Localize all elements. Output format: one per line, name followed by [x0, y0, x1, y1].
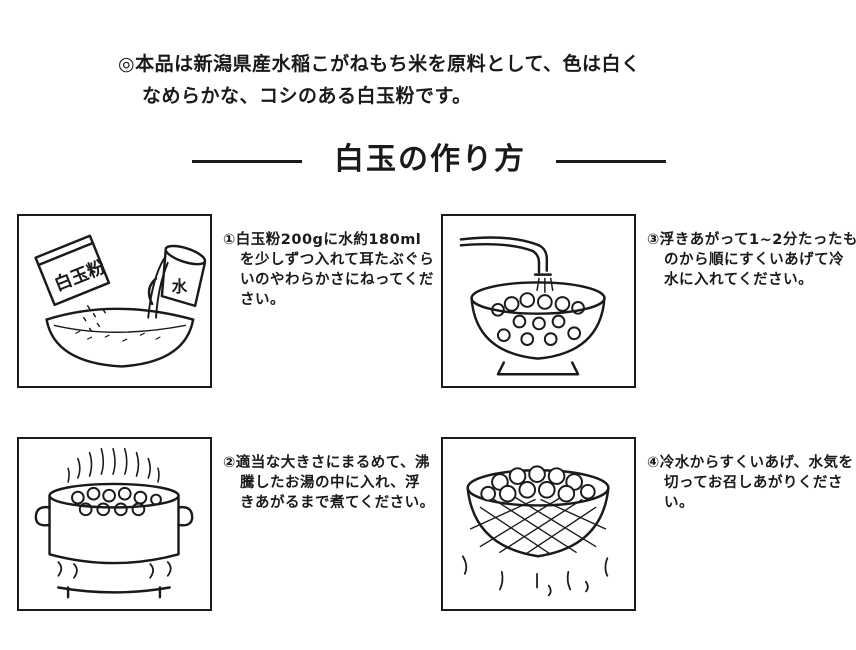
step-3-marker: ③: [647, 232, 660, 248]
section-heading: 白玉の作り方: [0, 140, 856, 180]
intro-line-1: ◎本品は新潟県産水稲こがねもち米を原料として、色は白く: [118, 53, 641, 75]
step-4-marker: ④: [647, 455, 660, 471]
intro-line-2: なめらかな、コシのある白玉粉です。: [142, 85, 472, 107]
step-1-marker: ①: [223, 232, 236, 248]
step-1: 白玉粉 水 ①白: [17, 214, 437, 394]
heading-title: 白玉の作り方: [334, 142, 526, 177]
step-2: ②適当な大きさにまるめて、沸騰したお湯の中に入れ、浮きあがるまで煮てください。: [17, 437, 437, 617]
product-description: ◎本品は新潟県産水稲こがねもち米を原料として、色は白く なめらかな、コシのある白…: [118, 48, 798, 112]
step-3-text: 浮きあがって1~2分たったものから順にすくいあげて冷水に入れてください。: [659, 232, 856, 288]
heading-rule-right: [556, 160, 666, 163]
strainer-bowl-icon: [441, 214, 636, 388]
step-2-text: 適当な大きさにまるめて、沸騰したお湯の中に入れ、浮きあがるまで煮てください。: [235, 455, 435, 511]
step-4: ④冷水からすくいあげ、水気を切ってお召しあがりください。: [441, 437, 856, 617]
step-1-text: 白玉粉200gに水約180mlを少しずつ入れて耳たぶぐらいのやわらかさにねってく…: [235, 232, 435, 308]
boiling-pot-icon: [17, 437, 212, 611]
colander-icon: [441, 437, 636, 611]
step-3-instruction: ③浮きあがって1~2分たったものから順にすくいあげて冷水に入れてください。: [647, 230, 856, 290]
cup-label: 水: [172, 277, 188, 296]
heading-rule-left: [192, 160, 302, 163]
step-4-text: 冷水からすくいあげ、水気を切ってお召しあがりください。: [659, 455, 854, 511]
step-3: ③浮きあがって1~2分たったものから順にすくいあげて冷水に入れてください。: [441, 214, 856, 394]
step-4-instruction: ④冷水からすくいあげ、水気を切ってお召しあがりください。: [647, 453, 856, 513]
step-1-instruction: ①白玉粉200gに水約180mlを少しずつ入れて耳たぶぐらいのやわらかさにねって…: [223, 230, 435, 310]
mixing-bowl-icon: 白玉粉 水: [17, 214, 212, 388]
step-2-marker: ②: [223, 455, 236, 471]
step-2-instruction: ②適当な大きさにまるめて、沸騰したお湯の中に入れ、浮きあがるまで煮てください。: [223, 453, 435, 513]
